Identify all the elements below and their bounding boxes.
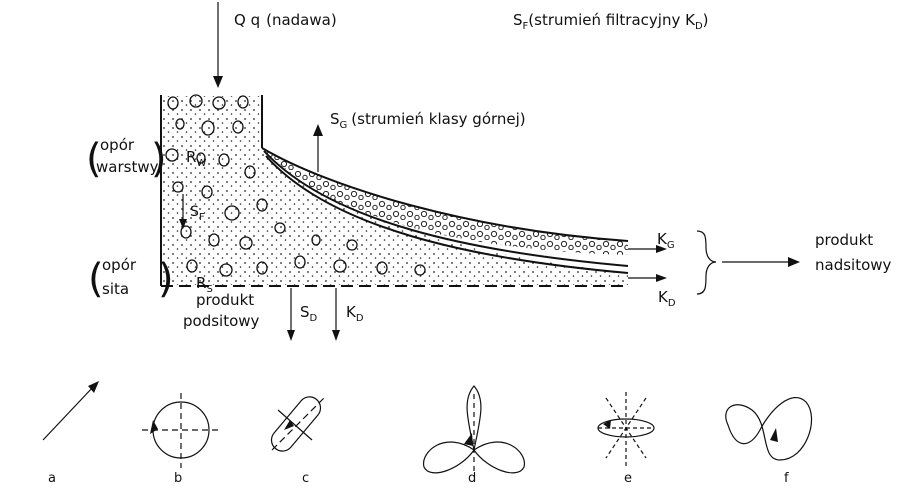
top-class-arrow — [313, 124, 323, 172]
bed-particles — [165, 94, 426, 277]
overflow-label-line1: produkt — [815, 231, 873, 249]
top-class-label: SG(strumień klasy górnej) — [330, 110, 526, 131]
sd-label: SD — [300, 303, 318, 324]
motion-three-lobe-icon — [423, 385, 525, 476]
sieve-resistance-line2: sita — [102, 280, 129, 298]
layer-resistance-paren-open: ( — [86, 136, 102, 182]
motion-linear-icon — [42, 381, 99, 441]
kd-down-label: KD — [346, 303, 364, 324]
separation-line-2 — [265, 155, 629, 274]
coarse-particle-band — [262, 148, 628, 255]
kd-out-label: KD — [658, 288, 676, 309]
motion-label-d: d — [468, 471, 476, 486]
feed-label: Q q(nadawa) — [234, 11, 337, 29]
inner-flux-arrow — [179, 194, 187, 229]
motion-elliptical-icon — [270, 396, 325, 452]
kd-out-arrow — [628, 274, 667, 282]
sieve-resistance-symbol: RS — [196, 274, 213, 295]
motion-label-c: c — [302, 471, 309, 486]
upper-surface — [261, 147, 629, 242]
motion-label-e: e — [624, 471, 632, 486]
kd-down-arrow — [332, 288, 340, 341]
sieve-resistance-line1: opór — [102, 256, 137, 274]
feed-arrow — [213, 2, 223, 88]
screen-bed-diagram — [160, 95, 629, 287]
overflow-label-line2: nadsitowy — [815, 256, 892, 274]
motion-label-b: b — [174, 471, 182, 486]
underflow-label-line1: produkt — [196, 291, 254, 309]
layer-resistance-paren-close: ) — [151, 136, 167, 182]
layer-resistance-line2: warstwy — [96, 158, 159, 176]
filtration-flux-label: SF(strumień filtracyjny KD) — [513, 11, 709, 32]
motion-label-f: f — [784, 471, 789, 486]
sd-arrow — [287, 288, 295, 341]
sieve-resistance-paren-open: ( — [88, 256, 104, 302]
sieve-resistance-paren-close: ) — [158, 256, 174, 302]
kg-out-arrow — [628, 245, 667, 253]
underflow-label-line2: podsitowy — [183, 312, 260, 330]
fine-material-region — [162, 96, 628, 285]
layer-resistance-line1: opór — [100, 136, 135, 154]
motion-figure-eight-icon — [725, 396, 813, 461]
motion-circular-icon — [142, 393, 222, 468]
motion-radial-icon — [597, 392, 655, 466]
inner-flux-label: SF — [190, 204, 205, 223]
layer-resistance-symbol: RW — [186, 148, 206, 169]
output-brace — [696, 230, 717, 295]
kg-out-label: KG — [657, 230, 675, 251]
overflow-arrow — [722, 257, 800, 267]
motion-label-a: a — [48, 471, 56, 486]
separation-line-1 — [263, 150, 629, 267]
